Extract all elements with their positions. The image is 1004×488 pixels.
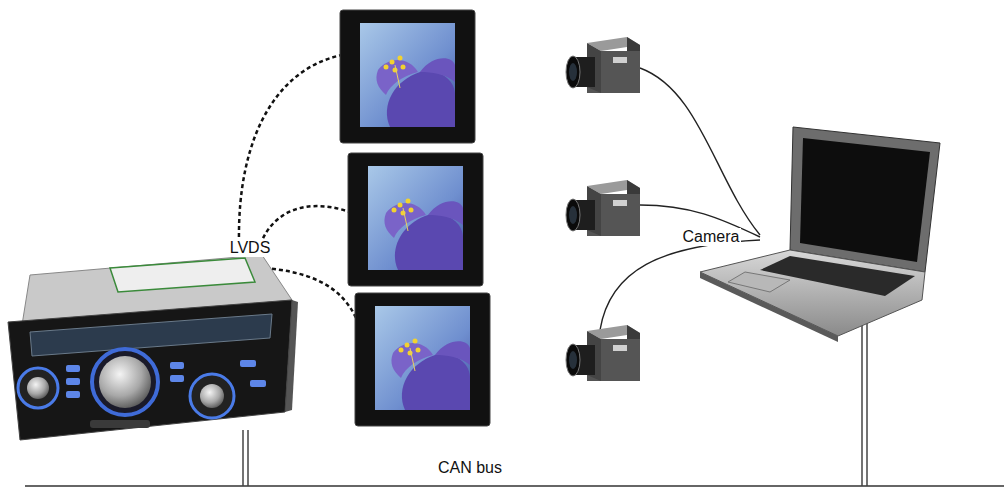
cameras <box>566 37 640 381</box>
interface-label: Camera <box>681 228 742 246</box>
bus-label: CAN bus <box>436 459 504 477</box>
car-head-unit <box>8 255 298 440</box>
interface-label: LVDS <box>228 239 273 257</box>
lvds-monitors <box>340 10 490 426</box>
